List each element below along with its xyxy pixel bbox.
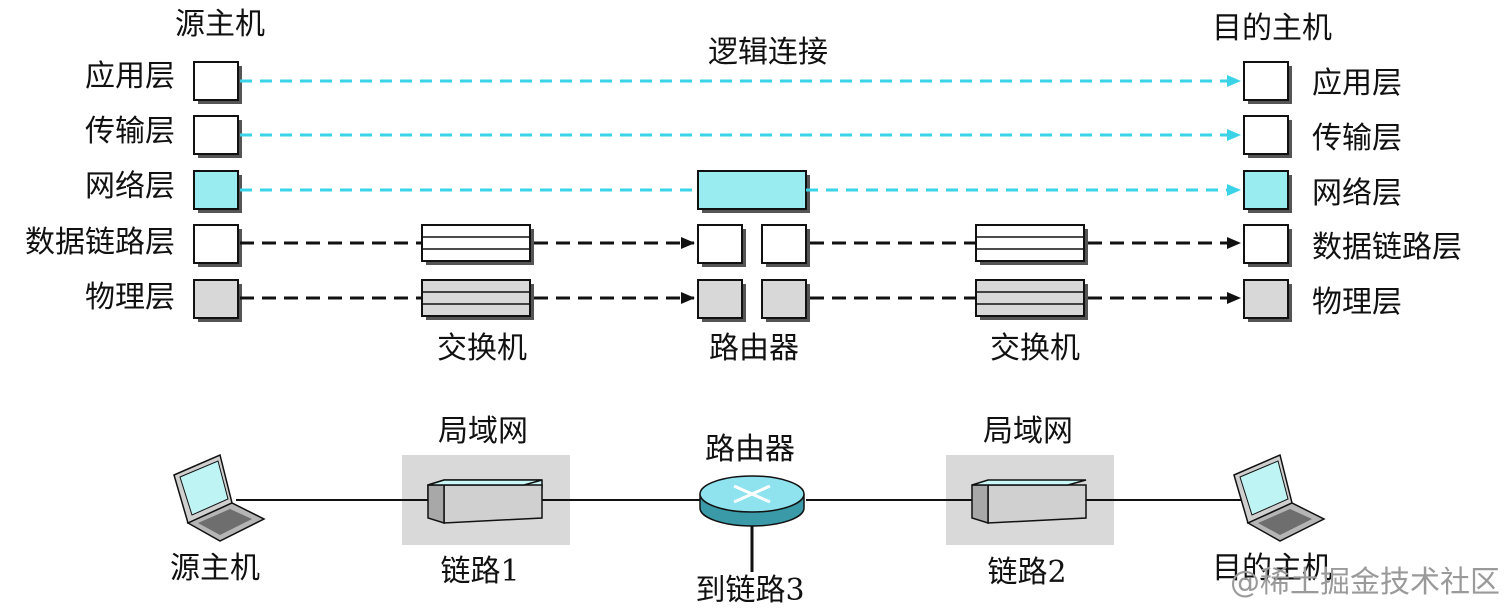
link-arrows xyxy=(240,237,1241,304)
link1-label: 链路1 xyxy=(440,554,519,589)
src-layer-network: 网络层 xyxy=(85,169,175,204)
lan-left-label: 局域网 xyxy=(438,414,528,449)
router-stack xyxy=(697,170,810,322)
laptop-icon xyxy=(1233,453,1326,542)
router-label: 路由器 xyxy=(705,432,795,467)
source-host-title: 源主机 xyxy=(175,7,265,42)
src-layer-transport: 传输层 xyxy=(85,114,175,149)
lan-right-label: 局域网 xyxy=(983,414,1073,449)
dst-layer-transport: 传输层 xyxy=(1312,121,1402,156)
link3-label: 到链路3 xyxy=(695,573,804,608)
dst-layer-application: 应用层 xyxy=(1312,66,1402,101)
bottom-dest-host-label: 目的主机 xyxy=(1212,551,1332,586)
src-layer-datalink: 数据链路层 xyxy=(25,225,175,260)
watermark-text: @稀土掘金技术社区 xyxy=(1230,565,1500,600)
dst-layer-datalink: 数据链路层 xyxy=(1312,230,1462,265)
switch-left-label: 交换机 xyxy=(437,331,527,366)
switch-icon xyxy=(427,479,543,525)
router-icon xyxy=(699,475,805,527)
switch-right-stack xyxy=(975,224,1088,320)
switch-right-label: 交换机 xyxy=(990,331,1080,366)
switch-left-stack xyxy=(421,224,534,320)
laptop-icon xyxy=(173,453,266,542)
logical-arrows xyxy=(240,75,1241,196)
bottom-source-host-label: 源主机 xyxy=(170,551,260,586)
src-layer-application: 应用层 xyxy=(85,59,175,94)
dst-layer-physical: 物理层 xyxy=(1312,285,1402,320)
source-layer-stack xyxy=(193,61,242,322)
link2-label: 链路2 xyxy=(987,555,1066,590)
src-layer-physical: 物理层 xyxy=(85,280,175,315)
router-stack-label: 路由器 xyxy=(709,331,799,366)
dst-layer-network: 网络层 xyxy=(1312,176,1402,211)
logical-connection-label: 逻辑连接 xyxy=(708,35,828,70)
switch-icon xyxy=(971,479,1087,525)
dest-layer-stack xyxy=(1243,61,1292,322)
dest-host-title: 目的主机 xyxy=(1212,11,1332,46)
